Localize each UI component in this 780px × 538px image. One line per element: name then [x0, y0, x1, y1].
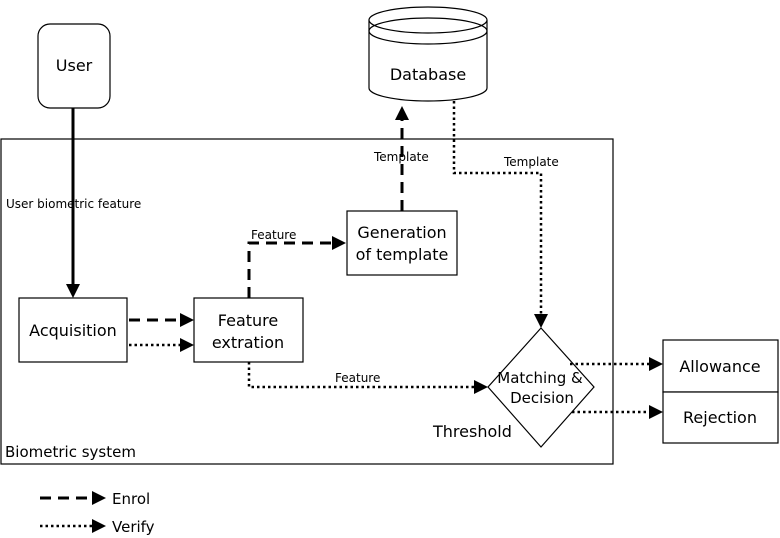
rejection-node-label: Rejection — [683, 408, 757, 427]
legend-enrol-label: Enrol — [112, 490, 150, 508]
matching-decision-label-line1: Matching & — [497, 369, 583, 387]
legend-enrol-arrowhead — [92, 491, 106, 505]
database-node: Database — [368, 6, 488, 102]
user-biometric-feature-label: User biometric feature — [6, 197, 141, 211]
acquisition-to-feature-enrol-arrowhead — [180, 313, 194, 327]
generation-to-database-arrowhead — [395, 106, 409, 120]
acquisition-to-feature-verify-arrowhead — [180, 338, 194, 352]
feature-to-generation-arrowhead — [332, 236, 346, 250]
feature-extraction-label-line2: extration — [212, 333, 284, 352]
biometric-system-boundary — [0, 138, 614, 465]
database-to-matching-arrow — [452, 101, 543, 316]
feature-to-matching-label: Feature — [335, 371, 380, 385]
matching-to-allowance-arrowhead — [649, 357, 663, 371]
legend-verify-arrowhead — [92, 519, 106, 533]
feature-to-generation-arrow — [247, 241, 333, 298]
legend-verify-label: Verify — [112, 518, 155, 536]
threshold-label: Threshold — [432, 422, 512, 441]
template-to-matching-label: Template — [503, 155, 559, 169]
matching-decision-node — [487, 327, 595, 448]
feature-to-generation-label: Feature — [251, 228, 296, 242]
database-node-label: Database — [390, 65, 466, 84]
rejection-node — [662, 391, 779, 444]
user-node-label: User — [56, 56, 93, 75]
feature-extraction-label-line1: Feature — [218, 311, 278, 330]
acquisition-node-label: Acquisition — [29, 321, 117, 340]
generation-template-node — [346, 210, 458, 276]
legend: Enrol Verify — [40, 490, 155, 536]
database-to-matching-arrowhead — [534, 314, 548, 328]
template-to-database-label: Template — [373, 150, 429, 164]
matching-decision-label-line2: Decision — [510, 389, 574, 407]
biometric-system-label: Biometric system — [5, 443, 136, 461]
generation-template-label-line1: Generation — [357, 223, 446, 242]
user-to-acquisition-arrowhead — [66, 284, 80, 298]
generation-template-label-line2: of template — [356, 245, 449, 264]
allowance-node-label: Allowance — [679, 357, 760, 376]
feature-to-matching-arrowhead — [474, 380, 488, 394]
feature-to-matching-arrow — [247, 362, 476, 389]
allowance-node — [662, 339, 779, 393]
feature-extraction-node — [193, 297, 304, 363]
acquisition-node — [18, 297, 128, 363]
matching-to-rejection-arrowhead — [649, 405, 663, 419]
